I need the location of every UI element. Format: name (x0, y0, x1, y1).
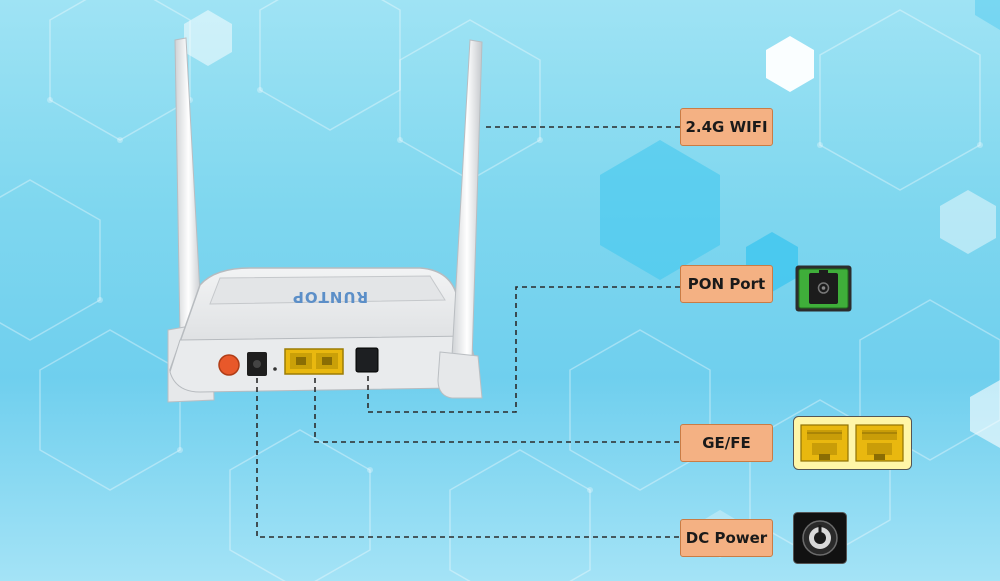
callout-ge-fe: GE/FE (680, 424, 773, 462)
callout-dc-power: DC Power (680, 519, 773, 557)
leader-ge (314, 378, 680, 443)
callout-wifi: 2.4G WIFI (680, 108, 773, 146)
ethernet-ports (284, 348, 344, 375)
dc-power-jack-icon (793, 512, 847, 564)
leader-pon (367, 286, 680, 413)
leader-dc (256, 378, 680, 538)
callout-pon-port: PON Port (680, 265, 773, 303)
ethernet-port-icon (793, 416, 912, 470)
brand-logo-text: RUNTOP (292, 288, 368, 306)
pon-port (355, 347, 379, 373)
router-body: RUNTOP (169, 267, 477, 393)
pon-connector-icon (795, 265, 852, 312)
reset-button (218, 354, 240, 376)
right-antenna (437, 39, 483, 399)
